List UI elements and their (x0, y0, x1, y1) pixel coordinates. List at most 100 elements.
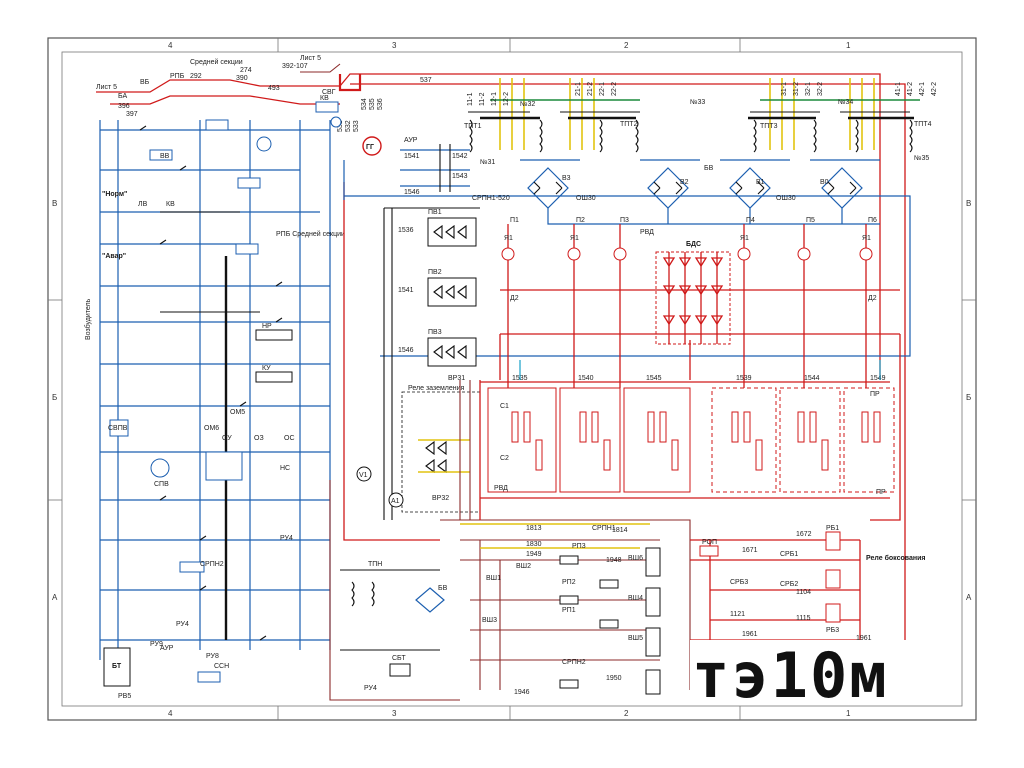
label-srpn1: РП1 (562, 607, 576, 614)
svg-text:21-1: 21-1 (575, 82, 582, 96)
wire-1120: 1121 (730, 611, 745, 618)
relay-sbtn (389, 663, 411, 677)
label-rele-zazemleniya: Реле заземления (408, 385, 465, 392)
svg-text:533: 533 (353, 120, 360, 132)
field-group-4 (711, 387, 777, 493)
wire-1536: 1536 (398, 227, 414, 234)
rectifier-bridges: В3 В2 В1 В0 ОШ30 ОШ30 БВ (344, 159, 911, 357)
node-33: №33 (690, 99, 705, 106)
relay-so3 (179, 561, 205, 573)
label-rv5: РВ5 (118, 693, 131, 700)
traction-motors: Я1 Я1 Я1 Я1 П1 П2 П3 П4 П5 П6 Д2 Д2 РВД (500, 217, 900, 388)
node-31: №31 (480, 159, 495, 166)
motor-1-armature (501, 247, 515, 261)
label-srpt3: СРПН2 (562, 659, 586, 666)
frame-row-left-2: Б (52, 393, 57, 402)
relay-p12 (205, 119, 229, 131)
label-osh30-a: ОШ30 (576, 195, 596, 202)
label-srb2: СРБ2 (780, 581, 798, 588)
label-svg: СВГ (322, 89, 336, 96)
boxovanie-relay-block: РОП РБ1 СРБ1 СРБ2 СРБ3 РБ3 Реле боксован… (690, 525, 925, 642)
label-rb1: РБ1 (826, 525, 839, 532)
svg-text:535: 535 (369, 98, 376, 110)
wire-1830: 1830 (526, 541, 542, 548)
label-ya1-c: Я1 (740, 235, 749, 242)
relay-rp2 (645, 627, 661, 657)
wire-1545: 1545 (646, 375, 662, 382)
wire-1546-aur: 1546 (404, 189, 420, 196)
bridge-v2 (647, 167, 689, 209)
label-svpv: СВПВ (108, 425, 128, 432)
label-ba: БА (118, 93, 127, 100)
label-srpn1-520: СРПН1-520 (472, 195, 510, 202)
relay-rop (699, 545, 719, 557)
relay-k1 (237, 177, 261, 189)
label-pr-top: ПР (870, 391, 880, 398)
svg-text:12-1: 12-1 (491, 92, 498, 106)
relay-rb3 (825, 603, 841, 623)
frame-row-left-1: В (52, 199, 57, 208)
label-rpb-mid: РПБ Средней секции (276, 230, 345, 238)
label-srb3: СРБ3 (730, 579, 748, 586)
label-vsh3: ВШ3 (482, 617, 497, 624)
label-vsh1: ВШ1 (486, 575, 501, 582)
wire-1814: 1814 (612, 527, 628, 534)
label-v1-meter: V1 (359, 472, 368, 479)
label-ssn: ССН (214, 663, 229, 670)
field-group-3 (623, 387, 691, 493)
label-rp3: ВШ6 (628, 555, 643, 562)
tap-labels: 11-1 11-2 12-1 12-2 21-1 21-2 22-1 22-2 … (467, 82, 938, 106)
relay-b-circle (256, 136, 272, 152)
motor-6-armature (859, 247, 873, 261)
wire-1542: 1542 (452, 153, 468, 160)
aur-switch: АУР 1541 1542 1543 1546 СРПН1-520 (400, 137, 510, 202)
relay-rb2 (825, 569, 841, 589)
label-p4: П4 (746, 217, 755, 224)
label-tpt1: ТПТ1 (464, 123, 482, 130)
label-ya1-a: Я1 (504, 235, 513, 242)
frame-row-right-1: В (966, 199, 971, 208)
ground-relay-box (401, 391, 481, 513)
label-v1: В1 (756, 179, 765, 186)
label-vv: КВ (166, 201, 175, 208)
node-35: №35 (914, 155, 929, 162)
wire-1539: 1539 (736, 375, 752, 382)
bridge-bv2 (205, 451, 243, 481)
label-a1-meter: A1 (391, 498, 400, 505)
label-rvd: РВД (640, 229, 654, 236)
label-rele-boksovaniya: Реле боксования (866, 554, 925, 562)
bds-diodes (662, 252, 724, 344)
svg-text:21-2: 21-2 (587, 82, 594, 96)
frame-col-top-1: 4 (168, 41, 173, 50)
svg-text:531: 531 (337, 120, 344, 132)
label-sbt: СБТ (392, 655, 406, 662)
label-ar: ЛВ (138, 201, 148, 208)
frame-row-left-3: А (52, 593, 58, 602)
frame-col-bottom-4: 1 (846, 709, 851, 718)
label-om1: ОМ5 (230, 409, 245, 416)
tpt1-coils (469, 119, 543, 153)
wire-1546: 1546 (398, 347, 414, 354)
field-resistors (511, 411, 881, 471)
label-norm: "Норм" (102, 191, 127, 198)
label-pv3: ПВ3 (428, 329, 442, 336)
tpt4-coils (855, 119, 913, 153)
label-rpb: РПБ (170, 73, 185, 80)
label-bv-bottom: БВ (438, 585, 448, 592)
ground-relay-bridge (418, 439, 470, 474)
label-gg: ГГ (366, 144, 374, 151)
label-tpt2: ТПТ2 (620, 121, 638, 128)
relay-rp3b (645, 669, 661, 695)
label-p1: П1 (510, 217, 519, 224)
label-rvd-bottom: РВД (494, 485, 508, 492)
motor-2-armature (567, 247, 581, 261)
wire-1949: 1949 (526, 551, 542, 558)
battery-bt (103, 647, 131, 687)
label-p3: П3 (620, 217, 629, 224)
relay-oz (255, 371, 293, 383)
label-vsh2: ВШ2 (516, 563, 531, 570)
label-srb1: СРБ1 (780, 551, 798, 558)
motor-3-armature (613, 247, 627, 261)
relay-svv (149, 149, 173, 161)
frame-col-bottom-2: 3 (392, 709, 397, 718)
